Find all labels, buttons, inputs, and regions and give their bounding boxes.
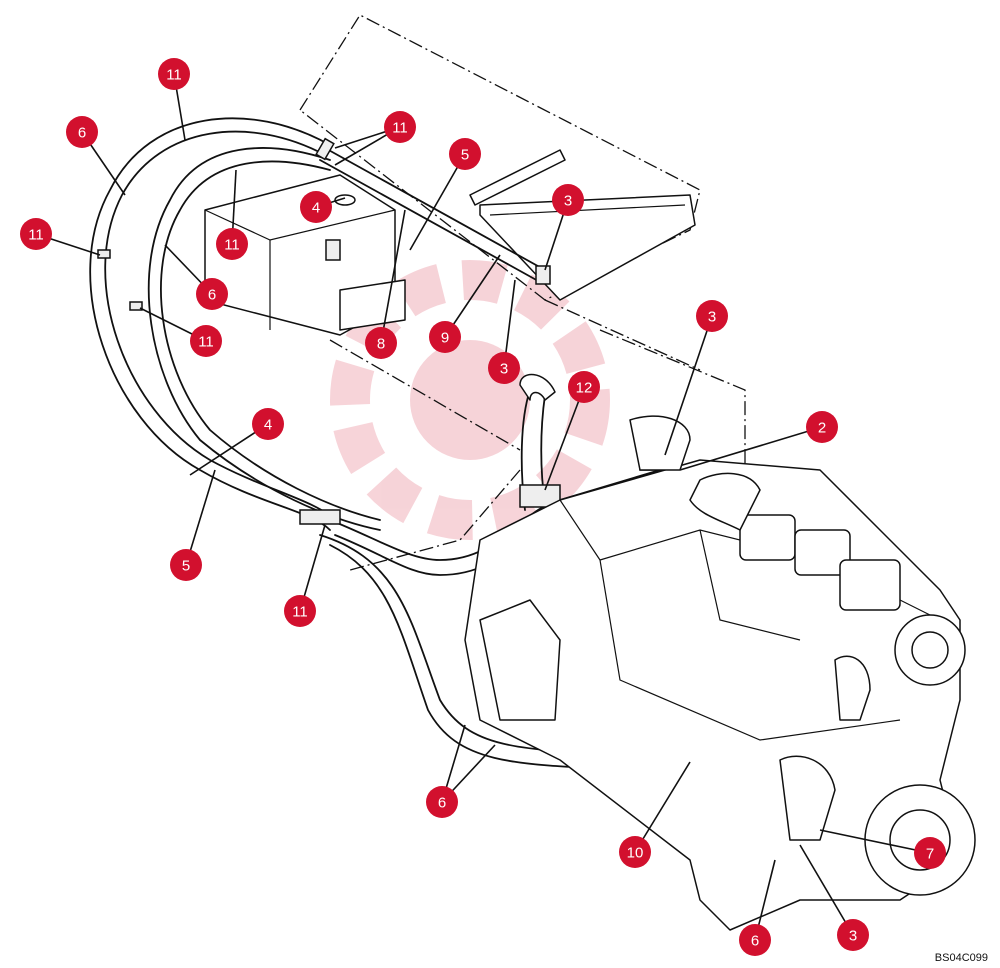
callout-label: 3	[708, 309, 716, 326]
callout-label: 9	[441, 330, 449, 347]
callout-marker	[300, 191, 332, 223]
callout-label: 8	[377, 336, 385, 353]
callout-label: 4	[264, 417, 272, 434]
callout-marker	[739, 924, 771, 956]
callout-marker	[365, 327, 397, 359]
hose-routing	[89, 117, 801, 866]
callout-marker	[806, 411, 838, 443]
callout-marker	[284, 595, 316, 627]
callout-label: 11	[166, 67, 182, 84]
engine-block	[464, 415, 976, 931]
callout-label: 7	[926, 846, 934, 863]
callout-11: 11	[158, 58, 190, 90]
callout-10: 10	[619, 836, 651, 868]
upper-bracket	[469, 149, 696, 301]
callout-5: 5	[170, 549, 202, 581]
callout-layer: 11 6 11 11 6 11 4 5 3 9 8 3 3 12 2 4 5 11 11 6 10 7 6 3	[20, 58, 946, 956]
callout-3: 3	[837, 919, 869, 951]
callout-label: 5	[182, 558, 190, 575]
callout-label: 11	[224, 237, 240, 254]
callout-11: 11	[384, 111, 416, 143]
callout-3: 3	[696, 300, 728, 332]
callout-label: 3	[500, 361, 508, 378]
reservoir-tank	[204, 174, 406, 336]
callout-marker	[429, 321, 461, 353]
callout-marker	[196, 278, 228, 310]
callout-11: 11	[284, 595, 316, 627]
callout-label: 11	[292, 604, 308, 621]
callout-11: 11	[190, 325, 222, 357]
callout-marker	[619, 836, 651, 868]
callout-6: 6	[426, 786, 458, 818]
callout-7: 7	[914, 837, 946, 869]
callout-marker	[488, 352, 520, 384]
callout-label: 2	[818, 420, 826, 437]
callout-marker	[170, 549, 202, 581]
callout-11: 11	[216, 228, 248, 260]
callout-label: 6	[751, 933, 759, 950]
callout-6: 6	[739, 924, 771, 956]
callout-label: 11	[198, 334, 214, 351]
callout-label: 5	[461, 147, 469, 164]
callout-marker	[252, 408, 284, 440]
callout-label: 11	[392, 120, 408, 137]
callout-4: 4	[252, 408, 284, 440]
callout-8: 8	[365, 327, 397, 359]
callout-5: 5	[449, 138, 481, 170]
callout-marker	[216, 228, 248, 260]
callout-marker	[568, 371, 600, 403]
callout-marker	[449, 138, 481, 170]
callout-label: 11	[28, 227, 44, 244]
callout-marker	[190, 325, 222, 357]
callout-marker	[696, 300, 728, 332]
callout-marker	[426, 786, 458, 818]
callout-label: 3	[849, 928, 857, 945]
reference-code: BS04C099	[934, 952, 988, 964]
callout-12: 12	[568, 371, 600, 403]
callout-11: 11	[20, 218, 52, 250]
callout-marker	[914, 837, 946, 869]
callout-marker	[20, 218, 52, 250]
callout-marker	[158, 58, 190, 90]
callout-6: 6	[66, 116, 98, 148]
callout-9: 9	[429, 321, 461, 353]
callout-marker	[66, 116, 98, 148]
callout-label: 4	[312, 200, 320, 217]
callout-label: 3	[564, 193, 572, 210]
callout-6: 6	[196, 278, 228, 310]
callout-4: 4	[300, 191, 332, 223]
callout-3: 3	[552, 184, 584, 216]
callout-label: 6	[208, 287, 216, 304]
callout-marker	[384, 111, 416, 143]
callout-label: 12	[576, 380, 593, 397]
callout-label: 10	[627, 845, 644, 862]
callout-3: 3	[488, 352, 520, 384]
callout-label: 6	[438, 795, 446, 812]
callout-label: 6	[78, 125, 86, 142]
callout-marker	[552, 184, 584, 216]
callout-marker	[837, 919, 869, 951]
callout-2: 2	[806, 411, 838, 443]
